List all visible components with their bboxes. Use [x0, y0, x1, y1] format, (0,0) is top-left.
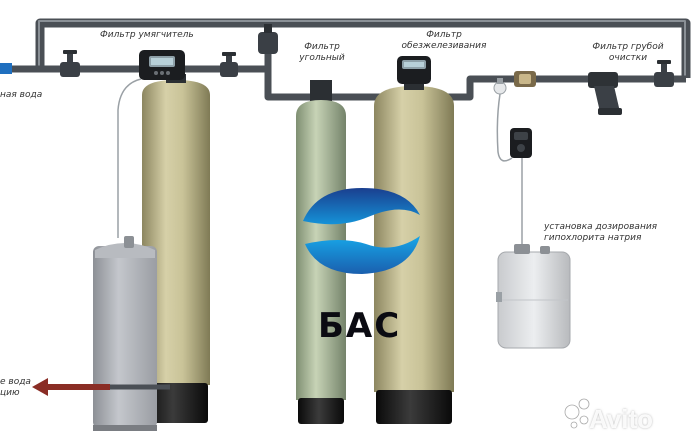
brine-line [117, 78, 142, 238]
avito-logo-icon [564, 398, 590, 429]
label-dosing-unit-line2: гипохлорита натрия [544, 233, 642, 243]
label-outlet-water: е вода цию [0, 377, 31, 399]
label-outlet-water-line2: цию [0, 388, 20, 398]
outlet-arrow [32, 378, 110, 396]
softener-tank [142, 74, 210, 423]
label-coarse-filter: Фильтр грубой очистки [586, 42, 670, 64]
valve-icon [220, 52, 238, 77]
label-coarse-filter-line1: Фильтр грубой [592, 42, 664, 52]
deferrization-control-valve [397, 56, 431, 84]
brine-tank [93, 236, 157, 431]
valve-icon [60, 50, 80, 77]
label-coarse-filter-line2: очистки [608, 53, 648, 63]
label-carbon-filter-line2: угольный [299, 53, 345, 63]
label-softener-filter: Фильтр умягчитель [100, 30, 194, 40]
label-carbon-filter-line1: Фильтр [304, 42, 340, 52]
label-deferrization-filter-line1: Фильтр [426, 30, 462, 40]
dosing-canister [496, 244, 571, 349]
inlet-arrow [0, 63, 12, 74]
valve-icon [654, 60, 674, 87]
avito-watermark: Avito [589, 404, 654, 434]
dosing-pump [496, 93, 532, 252]
injection-point-icon [493, 78, 507, 95]
deferrization-tank [374, 80, 454, 424]
label-dosing-unit: установка дозирования гипохлорита натрия [544, 222, 657, 244]
label-outlet-water-line1: е вода [0, 377, 31, 387]
valve-icon [258, 24, 278, 54]
label-deferrization-filter: Фильтр обезжелезивания [392, 30, 496, 52]
bypass-pipe [35, 18, 691, 78]
label-carbon-filter: Фильтр угольный [296, 42, 348, 64]
softener-control-valve [139, 50, 185, 80]
brand-name: БАС [318, 306, 402, 346]
main-pipe [12, 40, 686, 101]
label-inlet-water: ная вода [0, 90, 43, 100]
coarse-filter-icon [588, 72, 622, 115]
label-deferrization-filter-line2: обезжелезивания [401, 41, 487, 51]
flow-meter-icon [514, 71, 536, 87]
brand-logo [303, 188, 420, 274]
label-dosing-unit-line1: установка дозирования [544, 222, 658, 232]
